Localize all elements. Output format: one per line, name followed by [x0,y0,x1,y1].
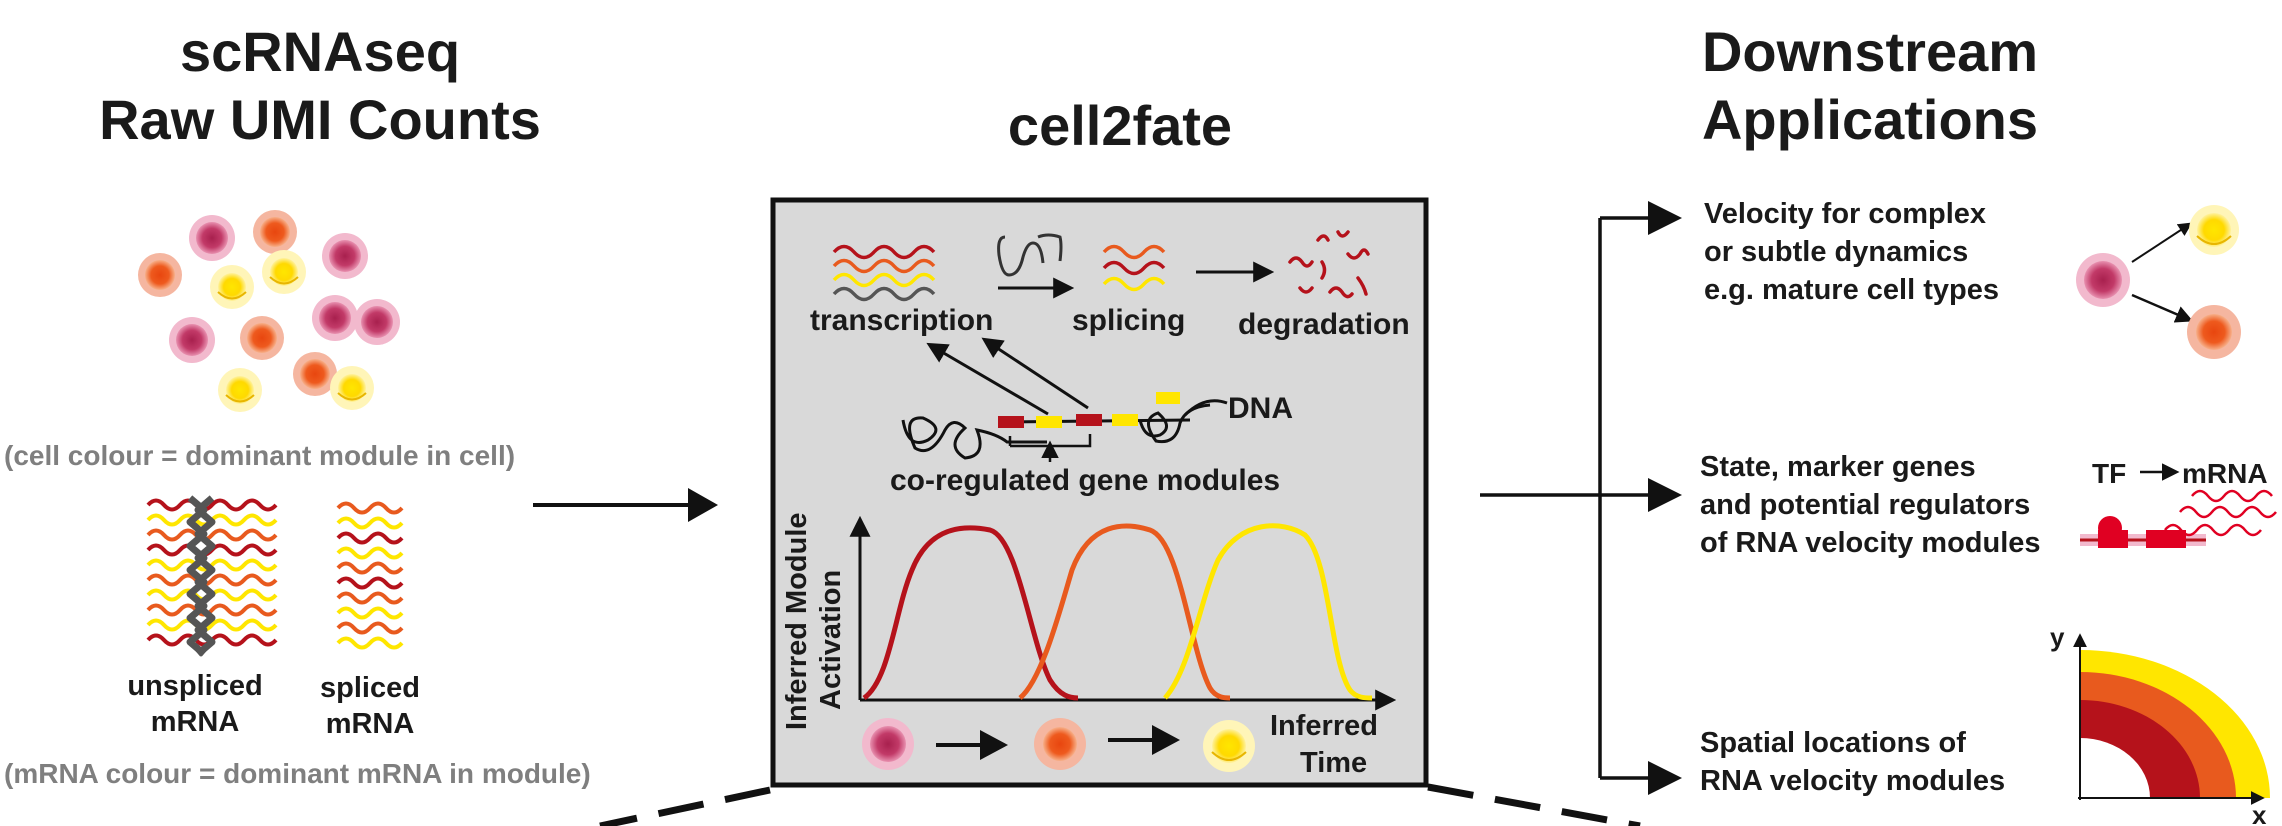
spliced-label-line1: spliced [320,672,420,704]
cell-yellow [2189,205,2239,255]
model-box [770,197,1429,788]
cell-orange [2187,305,2241,359]
modules-label: co-regulated gene modules [890,464,1280,497]
module-curve-yellow [1163,523,1373,701]
app-markers-line3: of RNA velocity modules [1700,527,2041,559]
left-title: scRNAseq Raw UMI Counts [40,18,600,154]
tf-gene-icon [2080,489,2277,548]
spliced-mrna-stack [336,501,404,650]
spliced-label-line2: mRNA [325,708,415,740]
spliced-mrna-small [1102,244,1166,292]
cell-pink [2076,253,2130,307]
plot-xlabel: Inferred Time [1270,710,1386,779]
cell-pink [312,295,358,341]
cell-pink [322,233,368,279]
app-velocity: Velocity for complex or subtle dynamics … [1704,195,1999,309]
dna-strand [901,392,1228,462]
cell-yellow [218,368,262,412]
transcription-mrna [832,244,936,302]
tf-label: TF [2092,458,2126,489]
cell-orange [293,352,337,396]
app-velocity-line1: Velocity for complex [1704,198,1987,230]
unspliced-label-line2: mRNA [150,706,240,738]
module-curve-red [862,525,1079,701]
activation-plot [849,515,1397,711]
unspliced-mrna-stack [146,495,278,657]
mrna-colour-note: (mRNA colour = dominant mRNA in module) [4,758,591,789]
mrna-label: mRNA [2182,458,2268,489]
degradation-label: degradation [1238,308,1410,341]
app-markers: State, marker genes and potential regula… [1700,448,2041,562]
cell-colour-note: (cell colour = dominant module in cell) [4,440,516,471]
cell-pink [169,317,215,363]
axis-y-label: y [2050,622,2065,652]
right-title: Downstream Applications [1640,18,2100,154]
transcription-label: transcription [810,304,993,337]
cell-cluster [138,210,400,412]
cell-pink [354,299,400,345]
regulation-arrow [926,342,1049,416]
cell-yellow [262,250,306,294]
output-arrows [1480,201,1682,795]
cell-orange [240,316,284,360]
right-title-line1: Downstream [1701,20,2039,83]
dna-label: DNA [1228,392,1293,425]
cell-orange [138,253,182,297]
cell-yellow [1203,720,1255,772]
plot-xlabel-line2: Time [1300,747,1367,779]
spliced-label: spliced mRNA [300,670,440,742]
plot-xlabel-line1: Inferred [1270,710,1378,742]
app-spatial: Spatial locations of RNA velocity module… [1700,724,2005,800]
app-velocity-line2: or subtle dynamics [1704,236,1969,268]
degraded-fragments-icon [1288,230,1370,299]
cell-pink [189,215,235,261]
plot-ylabel-line1: Inferred Module [781,512,813,730]
left-title-line1: scRNAseq [179,20,461,83]
axis-x-label: x [2252,800,2267,826]
right-title-line2: Applications [1701,88,2039,151]
center-title: cell2fate [1007,94,1233,157]
app-velocity-line3: e.g. mature cell types [1704,274,1999,306]
unspliced-label-line1: unspliced [127,670,263,702]
regulation-arrow [981,337,1089,410]
input-arrow [533,488,718,522]
cell-pink [862,718,914,770]
intron-loop-icon [997,233,1063,277]
velocity-branch-icon [2076,205,2241,359]
app-markers-line1: State, marker genes [1700,451,1976,483]
app-spatial-line2: RNA velocity modules [1700,765,2006,797]
plot-ylabel-line2: Activation [815,570,847,710]
cell-progression [862,718,1255,772]
spatial-map-icon [2073,633,2270,805]
cell-yellow [330,366,374,410]
splicing-label: splicing [1072,304,1185,337]
cell-orange [1034,718,1086,770]
app-markers-line2: and potential regulators [1700,489,2031,521]
cell-yellow [210,265,254,309]
plot-ylabel: Inferred Module Activation [781,504,847,730]
cell-orange [253,210,297,254]
module-curve-orange [1018,523,1231,701]
unspliced-label: unspliced mRNA [110,668,280,740]
zoom-dashes [599,783,1641,826]
app-spatial-line1: Spatial locations of [1700,727,1966,759]
left-title-line2: Raw UMI Counts [99,88,541,151]
